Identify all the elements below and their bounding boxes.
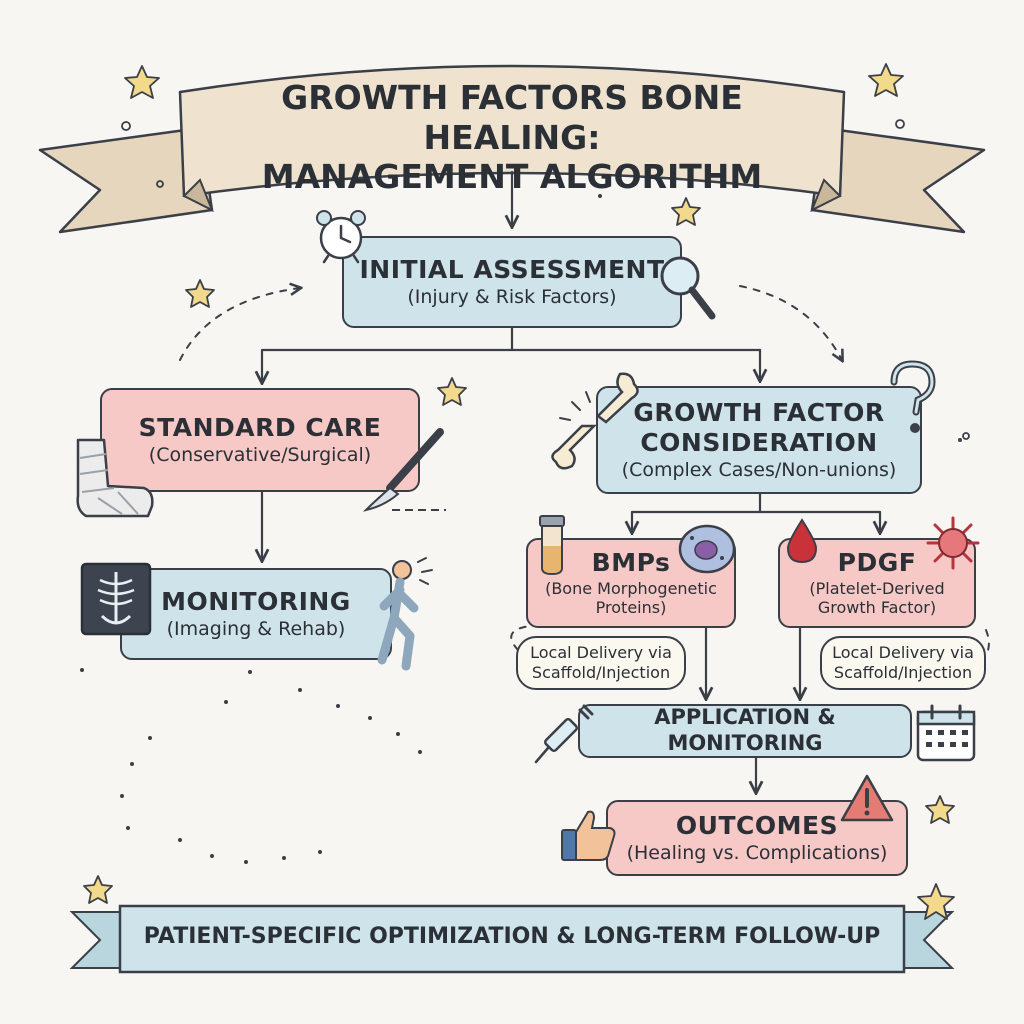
diagram-title: GROWTH FACTORS BONE HEALING: MANAGEMENT … xyxy=(190,78,834,197)
node-subtitle: (Injury & Risk Factors) xyxy=(407,285,617,308)
node-subtitle-line1: (Platelet-Derived xyxy=(809,578,945,598)
node-subtitle: (Complex Cases/Non-unions) xyxy=(621,458,897,481)
node-subtitle: (Imaging & Rehab) xyxy=(166,617,346,640)
node-title: PDGF xyxy=(837,548,917,578)
node-subtitle-line2: Growth Factor) xyxy=(817,598,937,618)
blood-drop-icon xyxy=(786,518,818,564)
node-title: STANDARD CARE xyxy=(138,413,382,443)
alarm-clock-icon xyxy=(316,210,366,264)
node-title: INITIAL ASSESSMENT xyxy=(359,255,665,285)
star-icon xyxy=(83,63,955,920)
note-line2: Scaffold/Injection xyxy=(833,663,973,682)
thumbs-up-icon xyxy=(561,810,616,861)
node-title-line1: GROWTH FACTOR xyxy=(633,397,885,427)
node-subtitle-line2: Proteins) xyxy=(595,598,667,618)
question-mark-icon xyxy=(890,360,936,433)
warning-icon xyxy=(840,774,894,822)
note-pdgf-delivery: Local Delivery via Scaffold/Injection xyxy=(820,636,986,690)
node-title: OUTCOMES xyxy=(675,811,839,841)
calendar-icon xyxy=(916,704,976,762)
title-ribbon xyxy=(38,64,986,234)
node-subtitle: (Healing vs. Complications) xyxy=(626,841,888,864)
node-monitoring[interactable]: MONITORING (Imaging & Rehab) xyxy=(120,568,392,660)
node-initial-assessment[interactable]: INITIAL ASSESSMENT (Injury & Risk Factor… xyxy=(342,236,682,328)
node-growth-factor-consideration[interactable]: GROWTH FACTOR CONSIDERATION (Complex Cas… xyxy=(596,386,922,494)
note-line2: Scaffold/Injection xyxy=(531,663,671,682)
vial-icon xyxy=(539,515,565,576)
node-subtitle: (Conservative/Surgical) xyxy=(148,443,372,466)
virus-icon xyxy=(926,516,980,570)
node-title: BMPs xyxy=(591,548,671,578)
node-title: APPLICATION & MONITORING xyxy=(654,705,836,755)
node-standard-care[interactable]: STANDARD CARE (Conservative/Surgical) xyxy=(100,388,420,492)
note-line1: Local Delivery via xyxy=(530,643,672,663)
scalpel-icon xyxy=(362,428,446,512)
magnifier-icon xyxy=(660,256,716,320)
walking-person-icon xyxy=(377,557,433,671)
footer-ribbon xyxy=(69,904,955,974)
diagram-title-line2: MANAGEMENT ALGORITHM xyxy=(261,157,763,197)
node-title-line2: CONSIDERATION xyxy=(640,428,878,458)
cast-leg-icon xyxy=(76,438,154,518)
note-line1: Local Delivery via xyxy=(832,643,974,663)
broken-bone-icon xyxy=(551,372,639,470)
cell-icon xyxy=(678,524,736,574)
xray-icon xyxy=(80,562,152,636)
syringe-icon xyxy=(534,704,594,764)
node-subtitle-line1: (Bone Morphogenetic xyxy=(545,578,717,598)
diagram-title-line1: GROWTH FACTORS BONE HEALING: xyxy=(281,78,743,157)
node-title: MONITORING xyxy=(161,587,351,617)
node-application-monitoring[interactable]: APPLICATION & MONITORING xyxy=(578,704,912,758)
note-bmps-delivery: Local Delivery via Scaffold/Injection xyxy=(516,636,686,690)
footer-banner-text: PATIENT-SPECIFIC OPTIMIZATION & LONG-TER… xyxy=(143,924,881,949)
